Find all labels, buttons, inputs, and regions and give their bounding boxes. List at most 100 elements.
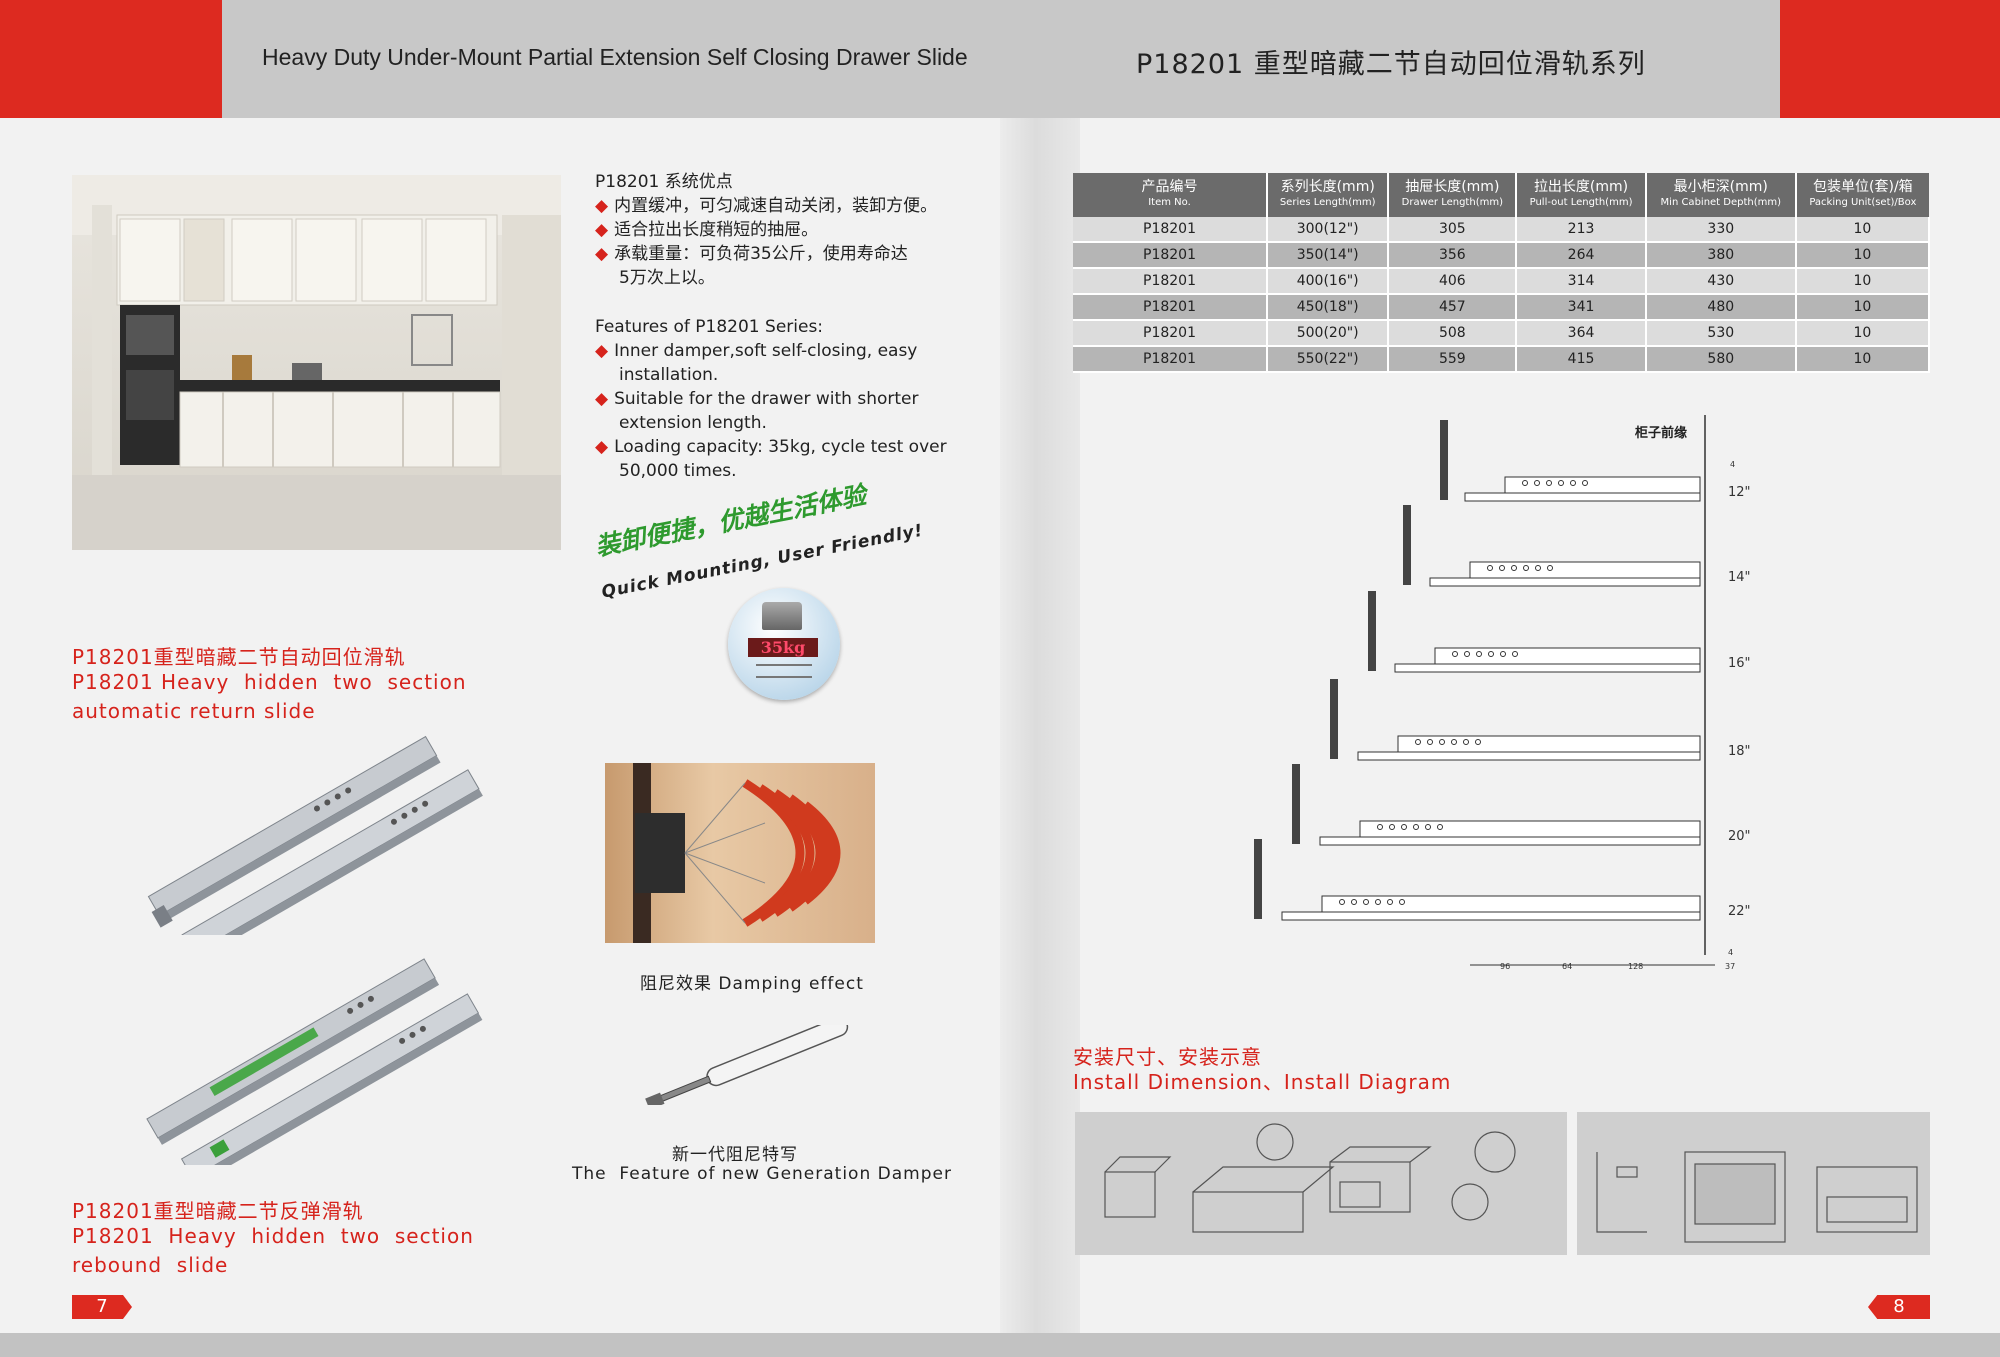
mounting-hole <box>1437 824 1443 830</box>
size-label: 12" <box>1728 485 1751 500</box>
right-header-bar <box>1000 0 1780 118</box>
page-spine <box>1000 0 1080 1357</box>
mounting-hole <box>1399 899 1405 905</box>
drawer-bottom-line <box>1394 663 1701 673</box>
mounting-hole <box>1452 651 1458 657</box>
dim-label: 37 <box>1725 962 1736 971</box>
features-cn-item: ◆承载重量：可负荷35公斤，使用寿命达 <box>595 244 908 264</box>
mounting-hole <box>1351 899 1357 905</box>
install-title-en: Install Dimension、Install Diagram <box>1073 1070 1452 1094</box>
mounting-hole <box>1415 739 1421 745</box>
dim-label: 64 <box>1562 962 1573 971</box>
mounting-hole <box>1413 824 1419 830</box>
features-cn-item-cont: 5万次上以。 <box>619 268 715 288</box>
weight-base-icon <box>756 664 812 678</box>
mounting-hole <box>1570 480 1576 486</box>
cabinet-front-label: 柜子前缘 <box>1635 426 1688 441</box>
size-label: 14" <box>1728 570 1751 585</box>
product1-label-en1: P18201 Heavy hidden two section <box>72 670 467 694</box>
mounting-hole <box>1511 565 1517 571</box>
spec-table-header: 拉出长度(mm)Pull-out Length(mm) <box>1516 173 1647 217</box>
weight-icon <box>762 602 802 630</box>
slide-image-rebound <box>130 955 500 1185</box>
damper-image <box>635 1017 860 1110</box>
size-label: 22" <box>1728 904 1751 919</box>
damping-effect-photo <box>605 763 875 943</box>
left-header-bar <box>222 0 1000 118</box>
mounting-hole <box>1512 651 1518 657</box>
slide-image-automatic-return <box>130 735 500 966</box>
mounting-hole <box>1488 651 1494 657</box>
mounting-hole <box>1487 565 1493 571</box>
mounting-hole <box>1547 565 1553 571</box>
features-cn-item: ◆内置缓冲，可匀减速自动关闭，装卸方便。 <box>595 196 938 216</box>
product2-label-cn: P18201重型暗藏二节反弹滑轨 <box>72 1199 364 1223</box>
product2-label-en2: rebound slide <box>72 1253 229 1277</box>
mounting-hole <box>1339 899 1345 905</box>
mounting-hole <box>1522 480 1528 486</box>
slide-rail <box>1359 820 1701 838</box>
mounting-hole <box>1500 651 1506 657</box>
size-label: 18" <box>1728 744 1751 759</box>
features-cn-title: P18201 系统优点 <box>595 172 733 192</box>
weight-label: 35kg <box>748 638 818 657</box>
slide-dimension-diagram: 柜子前缘 12" 14" 16" 18" 20" 22" 96 64 128 3… <box>1240 410 1751 980</box>
mounting-hole <box>1535 565 1541 571</box>
mounting-hole <box>1389 824 1395 830</box>
mounting-hole <box>1377 824 1383 830</box>
mounting-hole <box>1387 899 1393 905</box>
mounting-hole <box>1401 824 1407 830</box>
spec-table-header: 最小柜深(mm)Min Cabinet Depth(mm) <box>1645 173 1797 217</box>
product2-label-en1: P18201 Heavy hidden two section <box>72 1224 474 1248</box>
features-en-item: ◆Inner damper,soft self-closing, easy <box>595 341 918 361</box>
install-diagram-panel-right <box>1577 1112 1930 1255</box>
features-en-item: ◆Suitable for the drawer with shorter <box>595 389 919 409</box>
features-en-block: Features of P18201 Series: ◆Inner damper… <box>595 315 975 483</box>
right-red-header-block <box>1780 0 2000 118</box>
mounting-hole <box>1523 565 1529 571</box>
diamond-bullet-icon: ◆ <box>595 341 609 361</box>
mounting-hole <box>1558 480 1564 486</box>
left-red-header-block <box>0 0 222 118</box>
features-cn-item: ◆适合拉出长度稍短的抽屉。 <box>595 220 819 240</box>
drawer-back-post <box>1292 764 1300 844</box>
spec-table-header: 系列长度(mm)Series Length(mm) <box>1267 173 1390 217</box>
mounting-hole <box>1499 565 1505 571</box>
mounting-hole <box>1425 824 1431 830</box>
drawer-bottom-line <box>1464 492 1701 502</box>
diamond-bullet-icon: ◆ <box>595 196 609 216</box>
mounting-hole <box>1439 739 1445 745</box>
mounting-hole <box>1427 739 1433 745</box>
size-label: 16" <box>1728 656 1751 671</box>
diamond-bullet-icon: ◆ <box>595 389 609 409</box>
mounting-hole <box>1464 651 1470 657</box>
diamond-bullet-icon: ◆ <box>595 244 609 264</box>
dim-label: 96 <box>1500 962 1511 971</box>
right-header-title: P18201 重型暗藏二节自动回位滑轨系列 <box>1136 49 1646 80</box>
mounting-hole <box>1582 480 1588 486</box>
mounting-hole <box>1375 899 1381 905</box>
drawer-back-post <box>1254 839 1262 919</box>
features-en-title: Features of P18201 Series: <box>595 317 824 337</box>
drawer-bottom-line <box>1281 911 1701 921</box>
dim-label: 4 <box>1728 948 1734 957</box>
mounting-hole <box>1534 480 1540 486</box>
product1-label-cn: P18201重型暗藏二节自动回位滑轨 <box>72 645 406 669</box>
features-en-item-cont: installation. <box>619 365 719 385</box>
slide-rail <box>1504 476 1701 494</box>
mounting-hole <box>1476 651 1482 657</box>
weight-badge: 35kg <box>728 588 840 700</box>
spec-table-header: 抽屉长度(mm)Drawer Length(mm) <box>1388 173 1518 217</box>
features-cn-block: P18201 系统优点 ◆内置缓冲，可匀减速自动关闭，装卸方便。 ◆适合拉出长度… <box>595 170 965 290</box>
install-diagram-panel-left <box>1075 1112 1567 1255</box>
drawer-bottom-line <box>1319 836 1701 846</box>
diamond-bullet-icon: ◆ <box>595 220 609 240</box>
